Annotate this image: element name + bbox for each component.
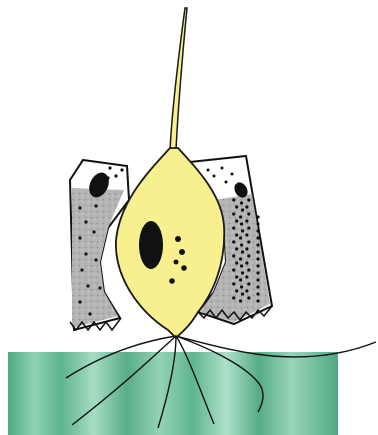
granule-dot <box>239 257 242 260</box>
granule-dot <box>235 233 238 236</box>
granule-dot <box>232 268 235 271</box>
granule-dot <box>84 252 87 255</box>
granule-dot <box>240 285 243 288</box>
granule-dot <box>256 222 259 225</box>
granule-dot <box>256 285 259 288</box>
neuron-nucleus <box>139 221 163 269</box>
granule-dot <box>256 236 259 239</box>
granule-dot <box>213 175 216 178</box>
granule-dot <box>114 174 117 177</box>
granule-dot <box>239 215 242 218</box>
granule-dot <box>235 205 238 208</box>
granule-dot <box>88 312 91 315</box>
granule-dot <box>235 219 238 222</box>
granule-dot <box>256 271 259 274</box>
granule-dot <box>232 254 235 257</box>
granule-dot <box>240 264 243 267</box>
granule-dot <box>94 204 97 207</box>
granule-dot <box>241 250 244 253</box>
granule-dot <box>239 278 242 281</box>
granule-dot <box>106 176 109 179</box>
granule-dot <box>247 254 250 257</box>
granule-dot <box>245 219 248 222</box>
granule-dot <box>247 296 250 299</box>
granule-dot <box>241 271 244 274</box>
granule-dot <box>247 212 250 215</box>
granule-dot <box>232 212 235 215</box>
granule-dot <box>78 300 81 303</box>
granule-dot <box>232 226 235 229</box>
granule-dot <box>235 247 238 250</box>
granule-dot <box>245 275 248 278</box>
granule-dot <box>241 229 244 232</box>
granule-dot <box>231 173 234 176</box>
granule-dot <box>240 201 243 204</box>
granule-dot <box>235 275 238 278</box>
granule-dot <box>239 236 242 239</box>
granule-dot <box>247 268 250 271</box>
granule-dot <box>256 215 259 218</box>
granule-dot <box>256 292 259 295</box>
neuron-dendrite <box>170 8 187 150</box>
granule-dot <box>247 282 250 285</box>
granule-dot <box>232 240 235 243</box>
granule-dot <box>247 226 250 229</box>
granule-dot <box>256 257 259 260</box>
granule-dot <box>239 299 242 302</box>
granule-dot <box>78 236 81 239</box>
granule-dot <box>78 206 81 209</box>
granule-dot <box>86 284 89 287</box>
granule-dot <box>245 289 248 292</box>
granule-dot <box>256 229 259 232</box>
granule-dot <box>235 261 238 264</box>
granule-dot <box>232 198 235 201</box>
granule-dot <box>235 289 238 292</box>
granule-dot <box>247 240 250 243</box>
granule-dot <box>80 268 83 271</box>
granule-dot <box>94 258 97 261</box>
granule-dot <box>98 286 101 289</box>
granule-dot <box>92 230 95 233</box>
granule-dot <box>245 247 248 250</box>
granule-dot <box>84 220 87 223</box>
granule-dot <box>232 296 235 299</box>
granule-dot <box>245 233 248 236</box>
granule-dot <box>256 299 259 302</box>
granule-dot <box>256 264 259 267</box>
granule-dot <box>256 243 259 246</box>
granule-dot <box>241 292 244 295</box>
granule-dot <box>256 278 259 281</box>
granule-dot <box>225 181 228 184</box>
granule-dot <box>207 169 210 172</box>
granule-dot <box>240 222 243 225</box>
granule-dot <box>245 261 248 264</box>
granule-dot <box>108 166 111 169</box>
granule-dot <box>221 167 224 170</box>
granule-dot <box>240 243 243 246</box>
granule-dot <box>120 168 123 171</box>
granule-dot <box>232 282 235 285</box>
granule-dot <box>247 198 250 201</box>
granule-dot <box>245 205 248 208</box>
granule-dot <box>256 250 259 253</box>
granule-dot <box>241 208 244 211</box>
